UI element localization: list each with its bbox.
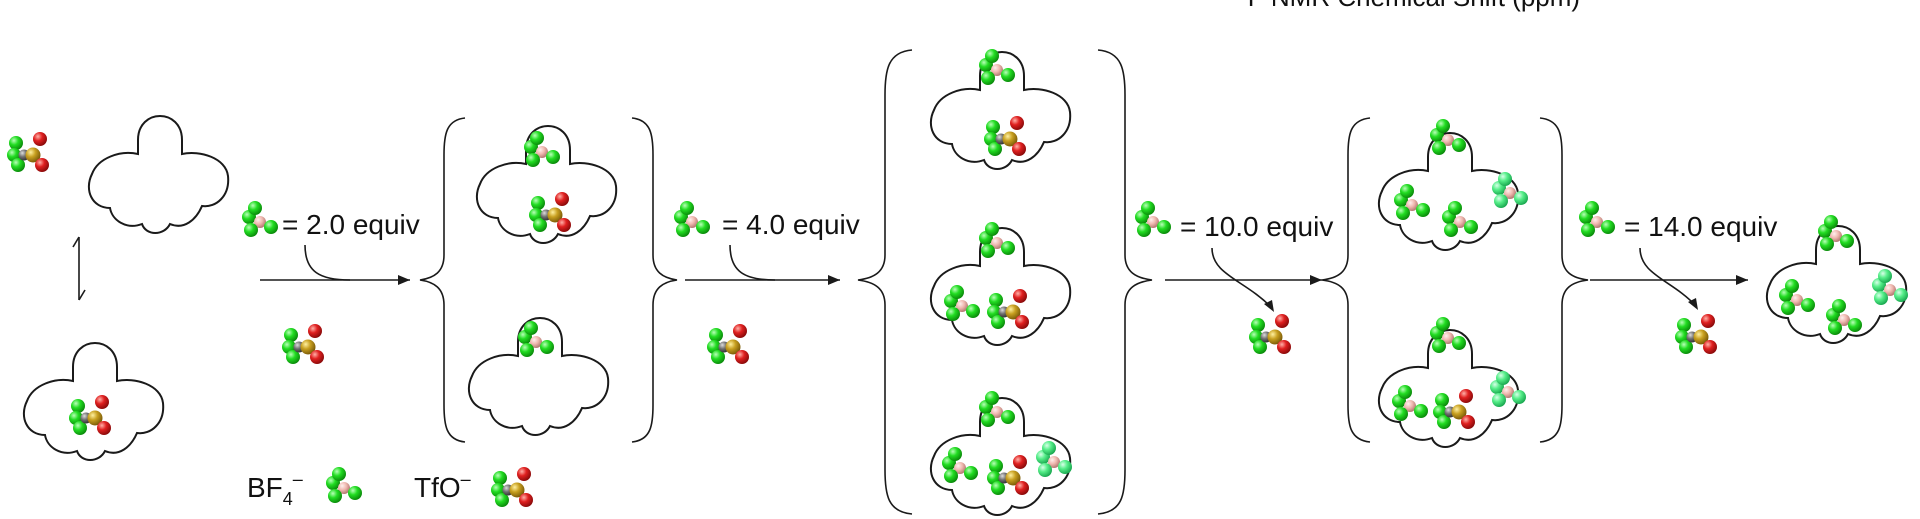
complex-2a [929,49,1072,170]
bracket-2-left [857,49,913,515]
bf4-reagent-icon [674,201,710,237]
reaction-arrow-3 [1165,247,1322,312]
bracket-2-right [1097,49,1153,515]
host-tfo-complex [22,342,165,461]
step-1-label: = 2.0 equiv [282,209,420,240]
complex-2c [929,391,1072,516]
equilibrium-arrows [72,236,86,301]
bf4-reagent-icon [1135,201,1171,237]
bf4-reagent-icon [242,201,278,237]
step-4-label: = 14.0 equiv [1624,211,1777,242]
bf4-reagent-icon [1579,201,1615,237]
complex-2b [929,222,1072,346]
reaction-arrow-4 [1590,247,1748,310]
final-complex [1765,215,1908,344]
tfo-released-1 [282,324,324,364]
bracket-1-left [419,117,466,443]
bracket-3-right [1539,117,1589,443]
complex-1a [475,125,618,244]
complex-1b [467,317,610,436]
bracket-1-right [631,117,678,443]
complex-3b [1377,317,1526,448]
legend-tfo-label: TfO– [414,469,471,503]
tfo-free-anion [7,132,49,172]
legend: BF4– TfO– [247,467,533,509]
tfo-released-4 [1675,314,1717,354]
header-label: ¹⁹F NMR Chemical Shift (ppm) [1228,0,1580,12]
legend-tfo-icon [491,467,533,507]
bracket-3-left [1321,117,1371,443]
tfo-released-2 [707,324,749,364]
tfo-released-3 [1249,314,1291,354]
legend-bf4-label: BF4– [247,469,303,509]
step-2-label: = 4.0 equiv [722,209,860,240]
complex-3a [1377,119,1528,251]
empty-host [87,115,230,234]
legend-bf4-icon [326,467,362,503]
step-3-label: = 10.0 equiv [1180,211,1333,242]
reaction-arrow-1 [260,244,410,285]
reaction-arrow-2 [685,244,840,285]
